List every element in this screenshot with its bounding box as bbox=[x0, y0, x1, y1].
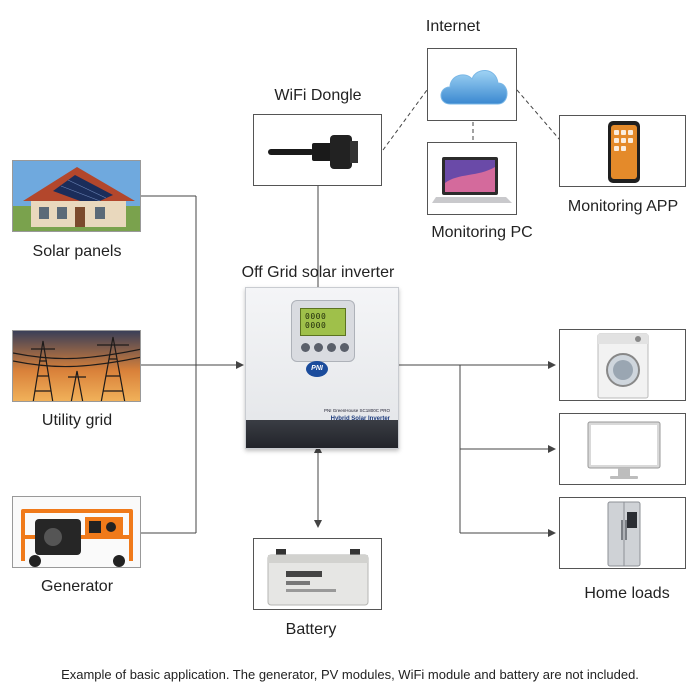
solar-house-icon bbox=[13, 161, 140, 231]
laptop-icon bbox=[432, 157, 512, 203]
monitoring-app-image bbox=[559, 115, 686, 187]
fridge-icon bbox=[607, 501, 641, 567]
internet-links bbox=[382, 89, 561, 151]
wifi-dongle-image bbox=[253, 114, 382, 186]
generator-image bbox=[12, 496, 141, 568]
home-loads-label: Home loads bbox=[584, 585, 670, 602]
inverter-button bbox=[340, 343, 349, 352]
battery-image bbox=[253, 538, 382, 610]
battery-label: Battery bbox=[285, 621, 337, 638]
internet-label: Internet bbox=[425, 18, 481, 35]
inverter-title: Off Grid solar inverter bbox=[241, 264, 395, 281]
pni-logo: PNI bbox=[306, 361, 328, 377]
footer-note: Example of basic application. The genera… bbox=[61, 667, 639, 682]
smartphone-icon bbox=[608, 121, 640, 183]
power-tower-icon bbox=[13, 331, 140, 401]
wifi-dongle-icon bbox=[268, 135, 358, 169]
inverter-button bbox=[314, 343, 323, 352]
inverter-name-text: Hybrid Solar Inverter bbox=[330, 416, 390, 422]
output-lines bbox=[399, 361, 556, 537]
solar-panels-label: Solar panels bbox=[32, 243, 122, 260]
monitor-image bbox=[559, 413, 686, 485]
cloud-icon bbox=[440, 70, 508, 105]
battery-icon bbox=[267, 549, 369, 606]
utility-grid-image bbox=[12, 330, 141, 402]
inverter-base bbox=[246, 420, 398, 448]
inverter-button bbox=[327, 343, 336, 352]
solar-panels-image bbox=[12, 160, 141, 232]
monitor-icon bbox=[587, 421, 661, 479]
inverter-display: 0000 0000 bbox=[291, 300, 355, 362]
monitoring-app-label: Monitoring APP bbox=[567, 198, 679, 215]
inverter-device: 0000 0000 PNI PNI GreenHouse SC1800C PRO… bbox=[245, 287, 399, 449]
inverter-button bbox=[301, 343, 310, 352]
washing-machine-icon bbox=[597, 333, 649, 399]
generator-label: Generator bbox=[40, 578, 114, 595]
washing-machine-image bbox=[559, 329, 686, 401]
inverter-lcd: 0000 0000 bbox=[300, 308, 346, 336]
fridge-image bbox=[559, 497, 686, 569]
monitoring-pc-label: Monitoring PC bbox=[431, 224, 533, 241]
inverter-model-text: PNI GreenHouse SC1800C PRO bbox=[323, 408, 390, 413]
input-lines bbox=[141, 195, 244, 534]
inverter-lcd-text: 0000 0000 bbox=[305, 312, 327, 330]
utility-grid-label: Utility grid bbox=[41, 412, 113, 429]
wifi-dongle-label: WiFi Dongle bbox=[274, 87, 362, 104]
internet-image bbox=[427, 48, 517, 121]
generator-icon bbox=[13, 497, 140, 567]
monitoring-pc-image bbox=[427, 142, 517, 215]
